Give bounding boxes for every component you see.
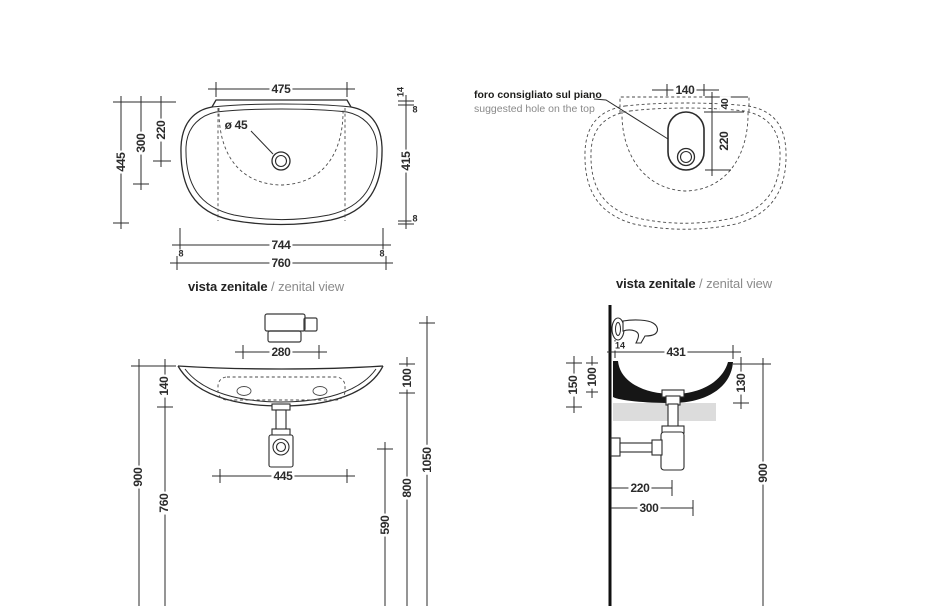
br-shelf — [613, 403, 716, 421]
dim-rim-right: 8 — [378, 248, 386, 259]
caption-bold: vista zenitale — [616, 276, 696, 291]
dim-base-width: 445 — [271, 469, 295, 483]
dim-rim-height: 900 — [131, 465, 145, 489]
dim-ledge-width: 475 — [269, 82, 293, 96]
tr-suggested-hole — [667, 111, 705, 171]
dim-rim-top: 8 — [411, 104, 419, 115]
dim-tap-hole-spacing: 280 — [269, 345, 293, 359]
dim-inner-depth: 415 — [399, 149, 413, 173]
tr-basin-dashed-outline — [584, 96, 787, 230]
dim-basin-height: 140 — [157, 374, 171, 398]
note-english: suggested hole on the top — [474, 102, 595, 115]
dim-hole-width: 140 — [673, 83, 697, 97]
dim-bowl-depth: 300 — [134, 131, 148, 155]
dim-front-drop-side: 130 — [734, 371, 748, 395]
br-faucet — [611, 317, 658, 344]
dim-hole-height: 220 — [717, 129, 731, 153]
dim-wall-gap: 14 — [613, 340, 627, 351]
dim-drain-diameter: ø 45 — [222, 118, 250, 132]
caption-zenital-view-left: vista zenitale / zenital view — [188, 280, 344, 293]
dim-rear-drop-outer: 150 — [566, 373, 580, 397]
caption-zenital-view-right: vista zenitale / zenital view — [616, 277, 772, 290]
caption-light: / zenital view — [267, 279, 345, 294]
dim-rim-left: 8 — [177, 248, 185, 259]
dim-total-width: 760 — [269, 256, 293, 270]
dim-outlet-from-wall: 300 — [637, 501, 661, 515]
dim-ledge-lip: 14 — [395, 85, 406, 99]
dim-trap-clearance: 590 — [378, 513, 392, 537]
br-trap — [610, 389, 685, 471]
dim-rear-drop-inner: 100 — [585, 365, 599, 389]
dim-drain-from-wall: 220 — [628, 481, 652, 495]
bl-fixing-kit-icon — [264, 313, 318, 343]
dim-drain-offset: 220 — [154, 118, 168, 142]
dim-hole-offset: 40 — [718, 96, 731, 112]
tl-inner-dashed — [217, 107, 346, 221]
dim-rim-height-side: 900 — [756, 461, 770, 485]
bl-backplate-dashed — [217, 376, 346, 401]
tl-basin-outline — [180, 99, 383, 226]
dim-front-drop: 100 — [400, 366, 414, 390]
br-basin-section — [613, 361, 733, 403]
tl-drain — [250, 130, 291, 171]
tl-dimension-lines — [113, 82, 414, 270]
dim-drain-level: 800 — [400, 476, 414, 500]
dim-rim-bottom: 8 — [411, 213, 419, 224]
tr-note-leader-line — [593, 98, 669, 140]
dim-side-depth: 431 — [664, 345, 688, 359]
dim-tap-level: 1050 — [420, 445, 434, 475]
dim-inner-width: 744 — [269, 238, 293, 252]
caption-light: / zenital view — [695, 276, 773, 291]
bl-trap — [268, 403, 294, 468]
dim-underside-height: 760 — [157, 491, 171, 515]
caption-bold: vista zenitale — [188, 279, 268, 294]
dim-total-depth: 445 — [114, 150, 128, 174]
note-italian: foro consigliato sul piano — [474, 89, 602, 101]
br-dimension-lines — [566, 340, 771, 606]
